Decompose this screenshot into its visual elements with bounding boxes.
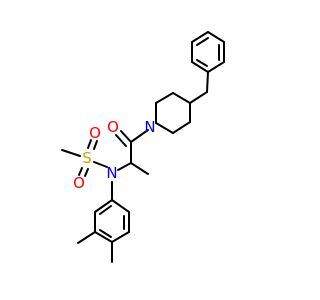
- benzyl-ch2-bond-2: [189, 91, 208, 104]
- s-o-top-bond-b: [93, 140, 98, 150]
- carbonyl-bond-b: [115, 134, 127, 147]
- benzyl-ch2-bond-1: [206, 71, 209, 93]
- phenyl-ring-benzyl: [191, 31, 225, 73]
- s-o-bottom-bond-b: [84, 168, 89, 177]
- n-s-bond: [93, 161, 108, 168]
- amide-n-c-bond: [130, 129, 149, 143]
- structure-drawing: O N N S O O: [61, 31, 225, 263]
- molecule-canvas: O N N S O O: [61, 31, 225, 263]
- alpha-c-n-bond: [117, 162, 132, 171]
- ring-methyl-3-bond: [77, 231, 96, 244]
- dimethylphenyl-ring: [94, 199, 130, 243]
- sulfonyl-oxygen-top-label: O: [89, 124, 101, 142]
- s-o-top-bond-a: [87, 139, 92, 149]
- methyl-bond: [130, 162, 149, 175]
- sulfur-label: S: [82, 149, 92, 167]
- piperidine-ring: [155, 92, 191, 134]
- s-o-bottom-bond-a: [78, 167, 83, 176]
- carbonyl-bond-a: [120, 130, 132, 143]
- carbonyl-oxygen-label: O: [107, 118, 119, 136]
- sulfonamide-nitrogen-label: N: [106, 164, 117, 182]
- s-methyl-bond: [61, 149, 81, 157]
- sulfonyl-oxygen-bottom-label: O: [73, 174, 85, 192]
- piperidine-nitrogen-label: N: [144, 118, 155, 136]
